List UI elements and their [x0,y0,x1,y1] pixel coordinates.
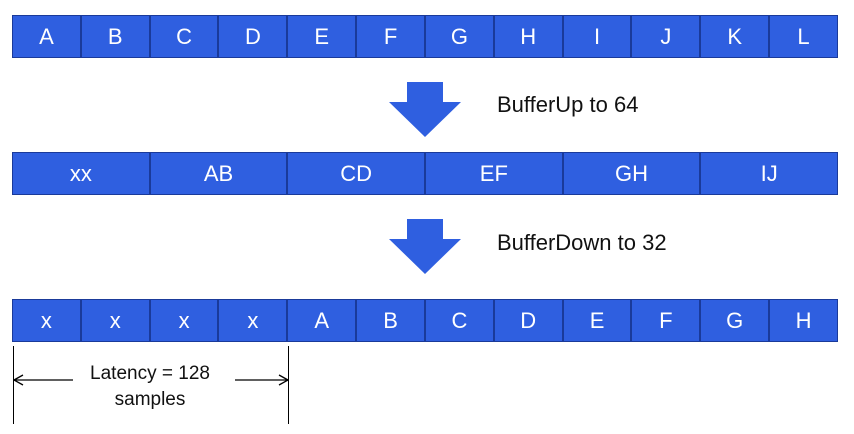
down-arrow-icon [389,82,461,137]
buffer-block: C [424,299,494,342]
buffer-block: EF [425,152,563,195]
buffer-block: A [287,299,357,342]
buffer-block: x [218,299,288,342]
buffer-block: AB [149,152,288,195]
buffer-block: E [287,15,357,58]
buffer-block: H [769,299,838,342]
latency-dimension-arrows [13,374,289,386]
buffer-block: A [12,15,81,58]
buffer-block: x [12,299,81,342]
buffer-block: xx [12,152,150,195]
buffer-block: C [149,15,219,58]
buffer-block: IJ [700,152,839,195]
down-arrow-icon [389,219,461,274]
latency-label: Latency = 128 samples [90,363,210,410]
buffer-block: B [356,299,425,342]
buffer-block: I [562,15,632,58]
latency-end-marker [288,346,289,424]
buffer-block: x [80,299,150,342]
buffer-block: G [700,299,770,342]
buffer-down-label: BufferDown to 32 [497,230,667,255]
buffer-block: J [631,15,701,58]
buffer-block: F [631,299,701,342]
buffer-up-label: BufferUp to 64 [497,92,639,117]
latency-start-marker [13,346,14,424]
buffer-block: K [700,15,770,58]
buffer-block: GH [562,152,701,195]
buffer-block: G [424,15,494,58]
buffer-block: x [149,299,219,342]
buffer-block: H [493,15,563,58]
buffer-block: F [356,15,425,58]
buffer-block: D [218,15,288,58]
buffer-block: L [769,15,838,58]
buffer-block: B [80,15,150,58]
buffer-block: CD [287,152,426,195]
buffer-block: E [562,299,632,342]
buffer-block: D [493,299,563,342]
